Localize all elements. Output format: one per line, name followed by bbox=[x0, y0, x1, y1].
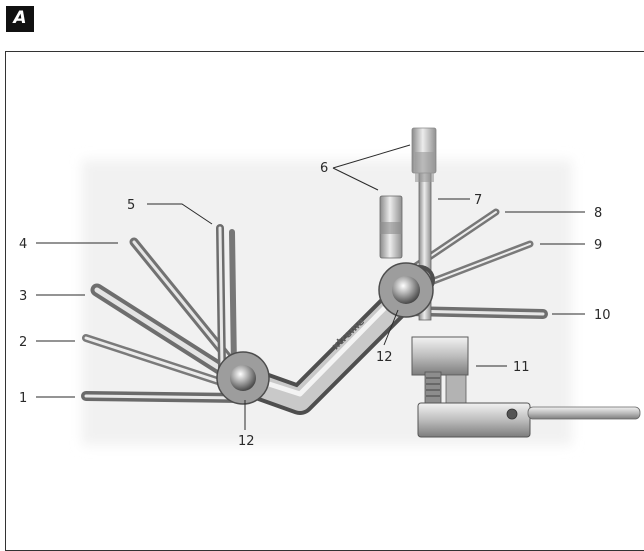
right-tool-fan bbox=[379, 127, 548, 321]
callout-6: 6 bbox=[320, 161, 328, 176]
photo-backdrop bbox=[82, 160, 572, 445]
chain-tool-upper-block bbox=[411, 336, 469, 376]
left-tool-fan bbox=[81, 224, 245, 403]
leader-lines bbox=[36, 144, 585, 430]
chain-tool bbox=[411, 336, 641, 438]
callout-10: 10 bbox=[594, 308, 611, 323]
callout-5: 5 bbox=[127, 198, 135, 213]
tool-body: xtreme bbox=[216, 262, 435, 415]
chain-tool-handle bbox=[527, 406, 641, 420]
callout-12-right: 12 bbox=[376, 350, 393, 365]
left-pivot-bolt bbox=[230, 365, 256, 391]
callout-3: 3 bbox=[19, 289, 27, 304]
right-pivot-bolt bbox=[392, 276, 420, 304]
callout-2: 2 bbox=[19, 335, 27, 350]
callout-4: 4 bbox=[19, 237, 27, 252]
callout-9: 9 bbox=[594, 238, 602, 253]
callout-7: 7 bbox=[474, 193, 482, 208]
callout-8: 8 bbox=[594, 206, 602, 221]
chain-tool-lower-block bbox=[417, 402, 531, 438]
panel-letter: A bbox=[13, 8, 27, 28]
callout-11: 11 bbox=[513, 360, 530, 375]
callout-1: 1 bbox=[19, 391, 27, 406]
panel-letter-badge: A bbox=[6, 6, 34, 32]
callout-12-left: 12 bbox=[238, 434, 255, 449]
